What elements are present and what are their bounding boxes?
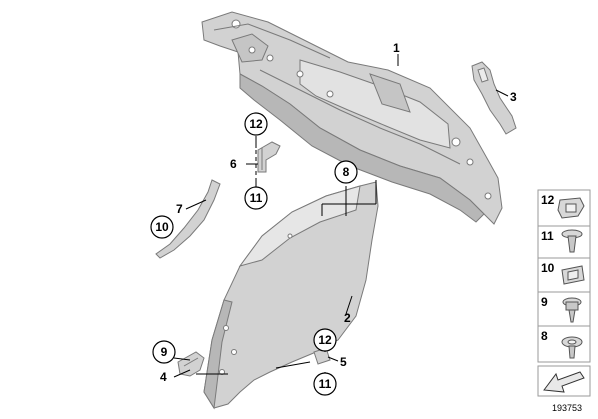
direction-arrow-icon bbox=[543, 371, 585, 393]
callout-12-circle-a bbox=[244, 112, 268, 136]
callout-8: 8 bbox=[343, 165, 350, 179]
callout-11-circle-b bbox=[313, 372, 337, 396]
legend-number-9: 9 bbox=[541, 295, 548, 309]
side-wall-part-2 bbox=[203, 181, 379, 410]
callout-10-circle bbox=[150, 215, 174, 239]
reference-number: 193753 bbox=[552, 403, 582, 413]
callout-8-circle bbox=[334, 160, 358, 184]
legend-number-11: 11 bbox=[541, 229, 554, 243]
legend-number-8: 8 bbox=[541, 329, 548, 343]
rivet-icon bbox=[561, 336, 583, 359]
callout-5: 5 bbox=[340, 355, 347, 369]
screw-icon bbox=[561, 229, 583, 253]
clip-nut-icon bbox=[557, 197, 585, 219]
callout-2: 2 bbox=[344, 311, 351, 325]
callout-1: 1 bbox=[393, 41, 400, 55]
legend-number-10: 10 bbox=[541, 261, 555, 275]
callout-12b: 12 bbox=[318, 333, 332, 347]
callout-9-circle bbox=[152, 340, 176, 364]
callout-9: 9 bbox=[161, 345, 168, 359]
rear-panel-part bbox=[201, 11, 503, 225]
callout-11b: 11 bbox=[319, 377, 332, 391]
callout-7: 7 bbox=[176, 202, 183, 216]
callout-6: 6 bbox=[230, 157, 237, 171]
callout-3: 3 bbox=[510, 90, 517, 104]
callout-4: 4 bbox=[160, 370, 167, 384]
strip-part-7 bbox=[155, 179, 221, 259]
bracket-part-3 bbox=[471, 61, 517, 135]
callout-12a: 12 bbox=[249, 117, 263, 131]
hex-screw-icon bbox=[562, 297, 582, 323]
leader-lines bbox=[173, 54, 509, 380]
bracket-part-4 bbox=[177, 351, 205, 377]
callout-11-circle-a bbox=[244, 186, 268, 210]
fastener-legend: 12 11 10 9 8 bbox=[537, 189, 591, 413]
callout-11a: 11 bbox=[250, 191, 263, 205]
spring-nut-icon bbox=[561, 265, 585, 285]
callout-12-circle-b bbox=[313, 328, 337, 352]
bracket-part-6 bbox=[257, 141, 281, 173]
callout-10: 10 bbox=[155, 220, 169, 234]
legend-number-12: 12 bbox=[541, 193, 555, 207]
legend-box-9 bbox=[537, 291, 591, 327]
callouts: 1 3 2 5 4 7 6 12 11 10 8 9 12 11 bbox=[150, 41, 517, 396]
